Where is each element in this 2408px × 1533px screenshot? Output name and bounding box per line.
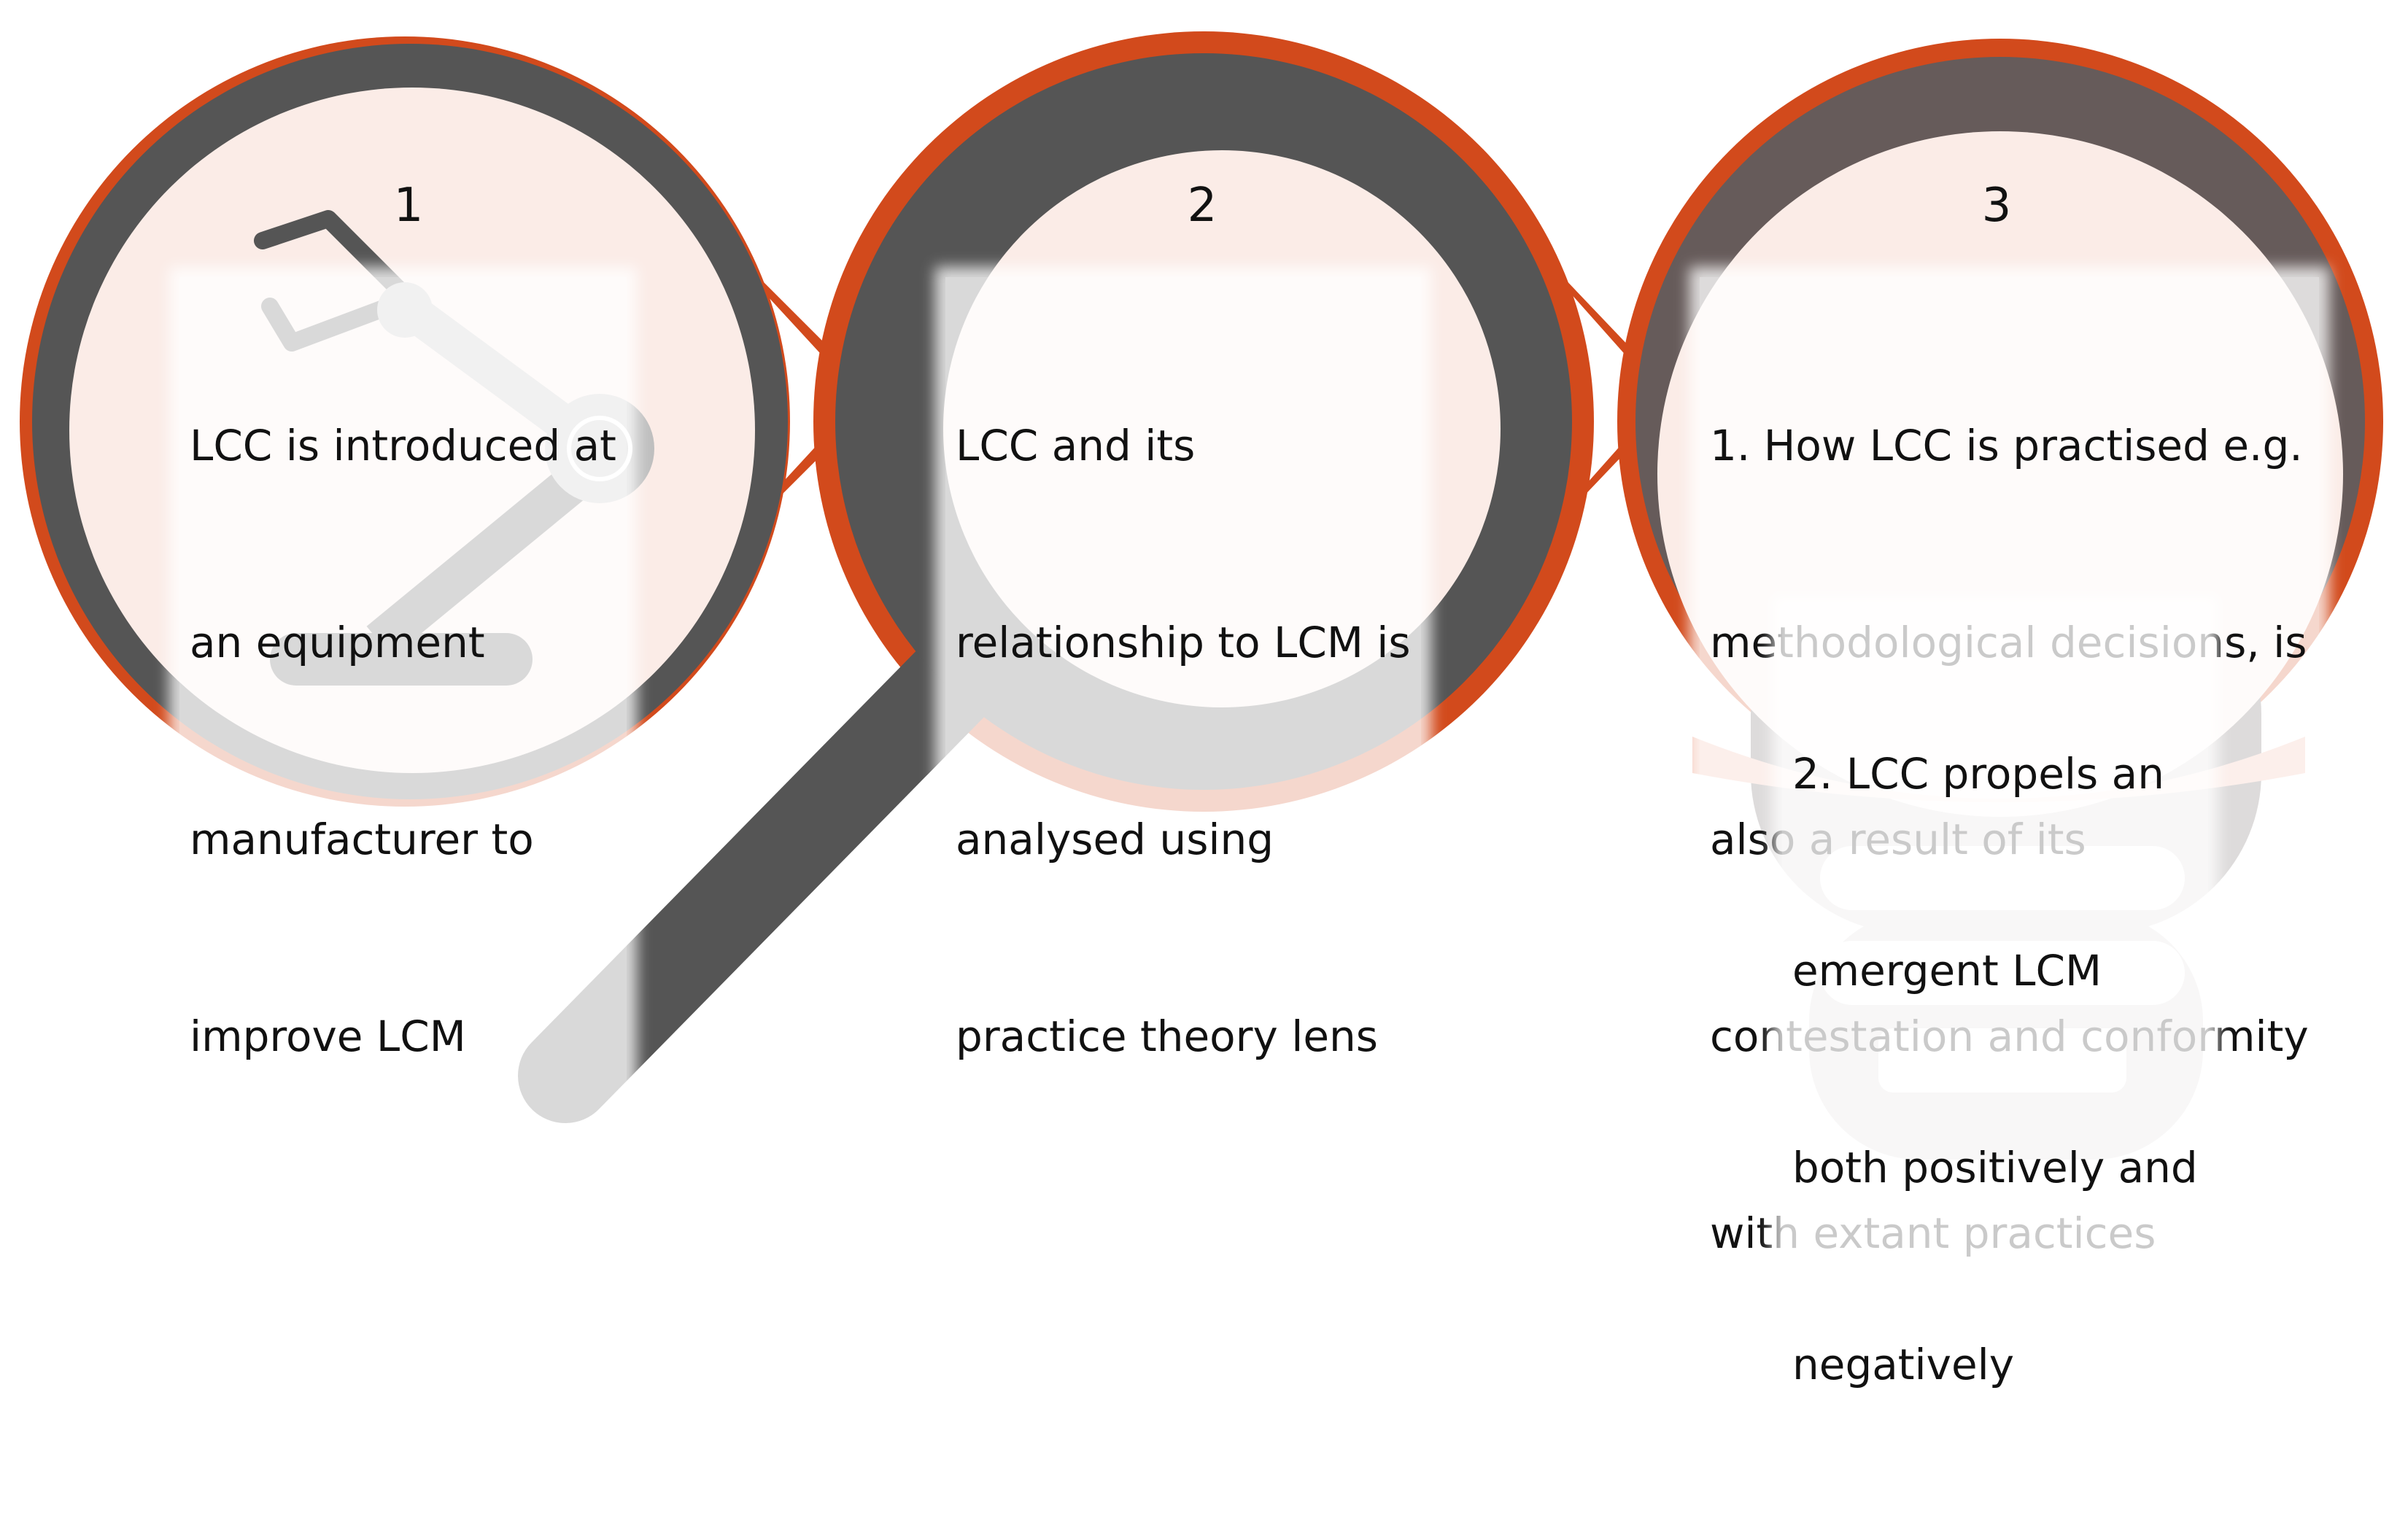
step-3-line: negatively — [1792, 1340, 2015, 1389]
step-2-text: LCC and its relationship to LCM is analy… — [945, 277, 1421, 1205]
step-3-line: 2. LCC propels an — [1792, 749, 2164, 799]
step-2-line: practice theory lens — [956, 1012, 1379, 1061]
step-1-line: an equipment — [190, 618, 485, 667]
magnifier-handle — [518, 624, 1010, 1123]
step-3-number: 3 — [1981, 179, 2012, 233]
step-1-line: LCC is introduced at — [190, 421, 616, 470]
step-2-line: analysed using — [956, 815, 1274, 864]
step-3-text-b: 2. LCC propels an emergent LCM both posi… — [1782, 605, 2208, 1533]
step-1-line: manufacturer to — [190, 815, 534, 864]
step-2-line: LCC and its — [956, 421, 1196, 470]
diagram-canvas: 1 2 3 LCC is introduced at an equipment … — [20, 31, 2383, 1389]
step-1-text: LCC is introduced at an equipment manufa… — [179, 277, 627, 1205]
step-2-line: relationship to LCM is — [956, 618, 1411, 667]
step-1-number: 1 — [393, 179, 424, 233]
step-2-number: 2 — [1187, 179, 1217, 233]
step-3-line: 1. How LCC is practised e.g. — [1710, 421, 2303, 470]
step-1-line: improve LCM — [190, 1012, 466, 1061]
step-3-line: emergent LCM — [1792, 946, 2102, 996]
step-3-line: both positively and — [1792, 1143, 2198, 1192]
